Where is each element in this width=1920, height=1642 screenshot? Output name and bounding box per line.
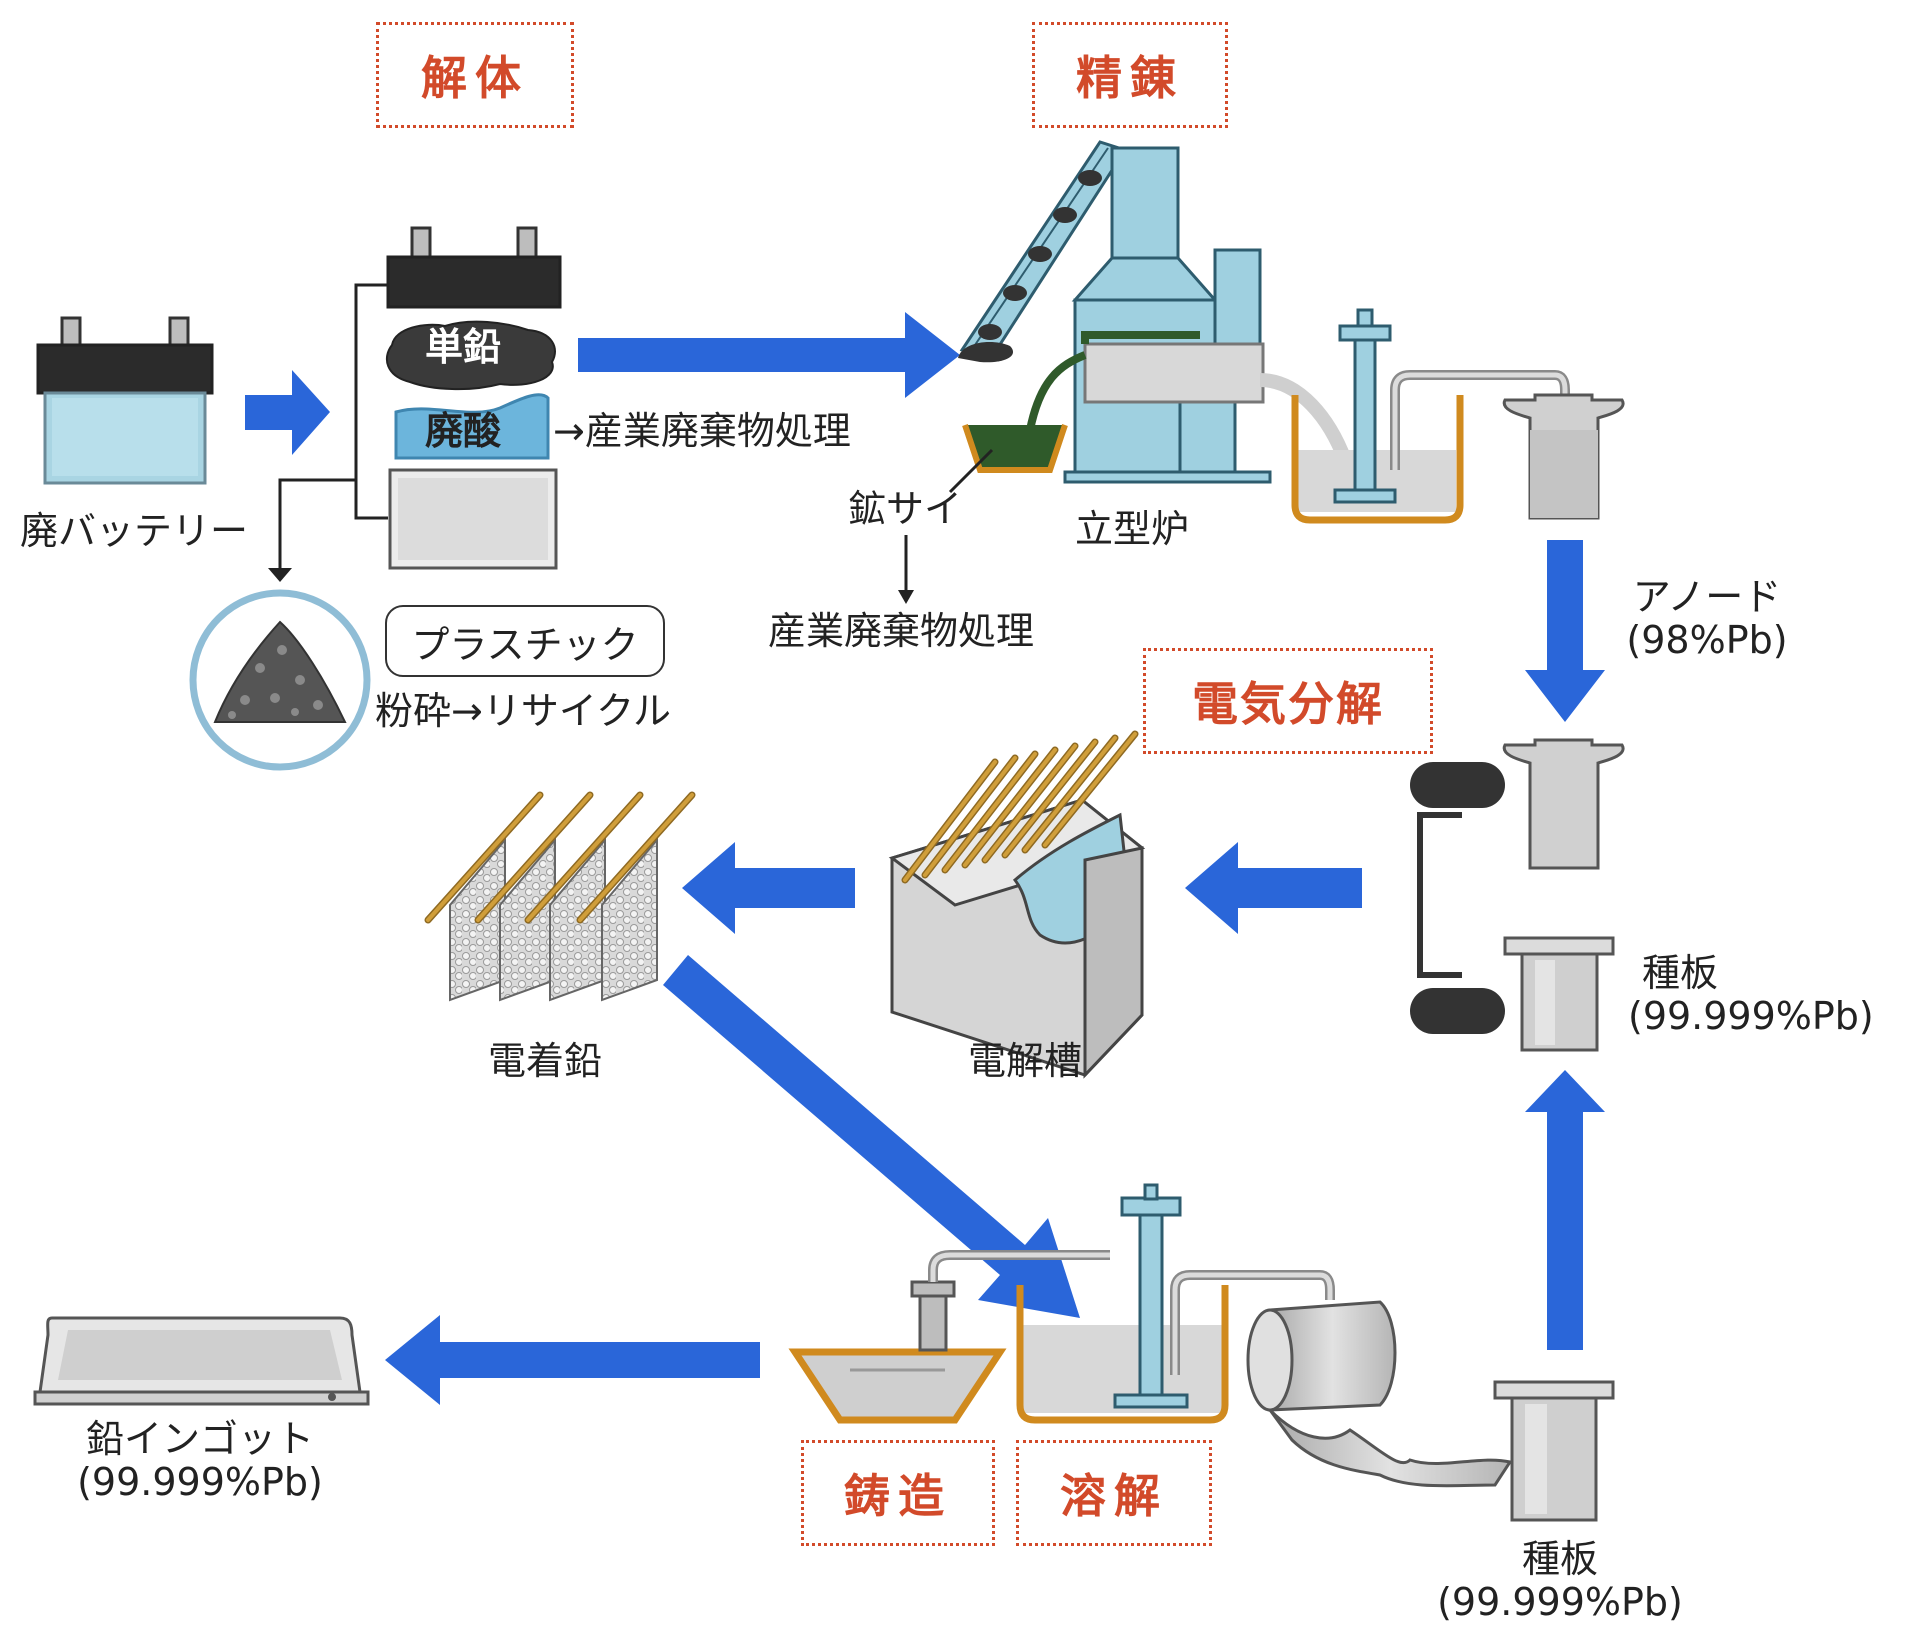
label-seed-plate-right-name: 種板: [1642, 951, 1719, 995]
stage-electrolysis: 電気分解: [1143, 648, 1433, 754]
refining-kettle: [1259, 308, 1570, 524]
label-anode-name: アノード: [1632, 575, 1782, 619]
slag-pointer: [948, 448, 994, 494]
stage-dismantle: 解体: [376, 22, 574, 128]
seed-plate-right: [1503, 936, 1615, 1052]
label-seed-plate-bottom-purity: (99.999%Pb): [1437, 1579, 1683, 1624]
label-plastic: プラスチック: [385, 605, 665, 677]
shaft-furnace: [1026, 146, 1272, 484]
label-seed-plate-bottom: 種板 (99.999%Pb): [1420, 1538, 1700, 1623]
rolled-sheet: [1246, 1300, 1513, 1488]
label-lead: 単鉛: [425, 325, 502, 369]
electrolytic-tank: [888, 730, 1146, 1079]
deposited-lead-sheets: [424, 791, 696, 1002]
stage-melting: 溶解: [1016, 1440, 1212, 1546]
arrow-to-lead-ingot: [385, 1315, 760, 1405]
lead-lump: [385, 320, 556, 391]
stage-refine: 精錬: [1032, 22, 1228, 128]
arrow-to-electrolytic-tank: [1185, 842, 1362, 934]
label-lead-ingot: 鉛インゴット (99.999%Pb): [50, 1418, 350, 1503]
arrow-battery-to-dismantle: [245, 370, 330, 455]
press-rollers: [1410, 762, 1505, 1034]
label-waste-battery: 廃バッテリー: [20, 509, 249, 553]
melting-kettle: [1016, 1183, 1335, 1424]
lead-ingot: [33, 1316, 370, 1406]
label-electrodeposited-lead: 電着鉛: [488, 1039, 603, 1083]
label-seed-plate-bottom-name: 種板: [1521, 1537, 1598, 1581]
label-lead-ingot-name: 鉛インゴット: [85, 1417, 314, 1461]
label-industrial-waste-2: 産業廃棄物処理: [768, 609, 1035, 653]
waste-acid-shape: [394, 393, 550, 460]
label-industrial-waste-1: →産業廃棄物処理: [553, 409, 851, 453]
label-waste-acid: 廃酸: [425, 409, 502, 453]
label-slag: 鉱サイ: [848, 487, 963, 531]
label-anode: アノード (98%Pb): [1612, 576, 1802, 661]
recycle-circle: [189, 589, 371, 771]
label-seed-plate-right-purity: (99.999%Pb): [1628, 993, 1874, 1038]
flow-arrows: [245, 312, 1605, 1405]
label-anode-purity: (98%Pb): [1626, 617, 1788, 662]
arrow-to-deposited-lead: [682, 842, 855, 934]
arrow-anode-down: [1525, 540, 1605, 722]
label-electrolytic-tank: 電解槽: [968, 1039, 1083, 1083]
arrow-dismantle-to-furnace: [578, 312, 960, 398]
anode-plate: [1502, 738, 1625, 870]
dismantle-bracket: [278, 283, 388, 572]
waste-battery-illustration: [36, 316, 214, 485]
arrow-seed-plate-up: [1525, 1070, 1605, 1350]
casting-pan: [788, 1250, 1110, 1424]
label-seed-plate-right: 種板 (99.999%Pb): [1628, 952, 1874, 1037]
anode-mold-top: [1502, 393, 1625, 520]
stage-casting: 鋳造: [801, 1440, 995, 1546]
label-lead-ingot-purity: (99.999%Pb): [77, 1459, 323, 1504]
arrow-to-plastic: [268, 568, 292, 582]
plastic-case: [388, 468, 558, 570]
slag-pan: [962, 424, 1068, 473]
battery-lid: [386, 226, 562, 309]
arrow-deposited-lead-to-melting: [663, 955, 1080, 1318]
slag-down-arrow: [898, 590, 914, 604]
label-shaft-furnace: 立型炉: [1075, 507, 1190, 551]
seed-plate-bottom: [1493, 1380, 1615, 1522]
label-crush-recycle: 粉砕→リサイクル: [375, 689, 671, 733]
